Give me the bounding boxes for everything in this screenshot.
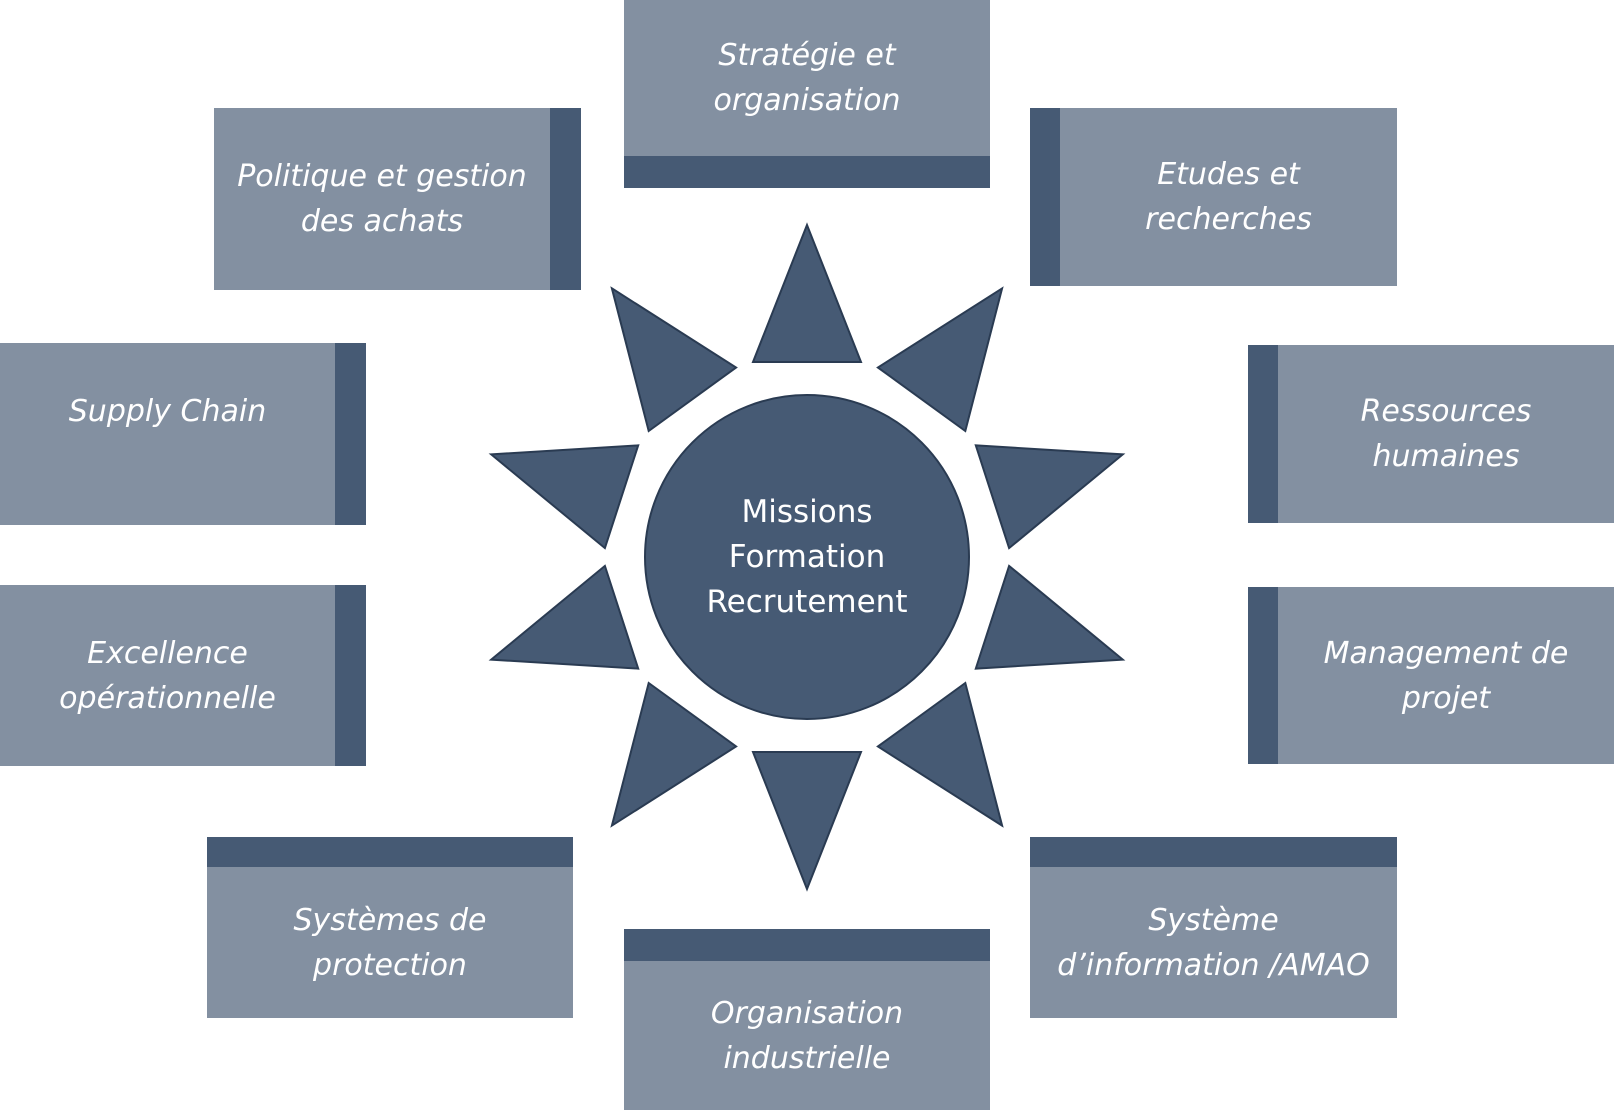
box-label: Stratégie et organisation	[713, 38, 901, 118]
box-etudes-recherches: Etudes et recherches	[1030, 108, 1397, 286]
sun-ray	[488, 564, 640, 670]
box-accent-bar	[624, 156, 990, 188]
box-management-projet: Management de projet	[1248, 587, 1614, 764]
box-label: Excellence opérationnelle	[59, 635, 276, 716]
box-label: Ressources humaines	[1360, 394, 1532, 474]
sun-ray	[876, 681, 1004, 828]
box-accent-bar	[624, 929, 990, 961]
sun-ray	[488, 444, 640, 550]
box-accent-bar	[1030, 837, 1397, 867]
box-label: Management de projet	[1323, 635, 1569, 716]
box-systemes-protection: Systèmes de protection	[207, 837, 573, 1018]
box-accent-bar	[335, 585, 366, 766]
box-accent-bar	[207, 837, 573, 867]
box-accent-bar	[1248, 587, 1278, 764]
sun-ray	[876, 286, 1004, 433]
box-label: Etudes et recherches	[1145, 157, 1312, 237]
sun-ray	[610, 286, 738, 433]
box-supply-chain: Supply Chain	[0, 343, 366, 525]
sun-ray	[751, 751, 863, 892]
box-label: Supply Chain	[68, 393, 267, 429]
box-label: Organisation industrielle	[710, 995, 904, 1076]
box-label: Politique et gestion des achats	[237, 159, 527, 239]
box-accent-bar	[335, 343, 366, 525]
box-politique-achats: Politique et gestion des achats	[214, 108, 581, 290]
box-accent-bar	[1030, 108, 1060, 286]
box-accent-bar	[1248, 345, 1278, 523]
sun-ray	[974, 564, 1126, 670]
box-accent-bar	[550, 108, 581, 290]
sun-center-circle	[644, 394, 970, 720]
box-ressources-humaines: Ressources humaines	[1248, 345, 1614, 523]
sun-ray	[751, 222, 863, 363]
box-label: Système d’information /AMAO	[1057, 902, 1370, 983]
sun-rays	[488, 222, 1126, 892]
sun-ray	[610, 681, 738, 828]
box-label: Systèmes de protection	[293, 902, 487, 983]
box-excellence-operationnelle: Excellence opérationnelle	[0, 585, 366, 766]
box-systeme-information: Système d’information /AMAO	[1030, 837, 1397, 1018]
box-strategie-organisation: Stratégie et organisation	[624, 0, 990, 188]
sun-ray	[974, 444, 1126, 550]
box-organisation-industrielle: Organisation industrielle	[624, 929, 990, 1110]
